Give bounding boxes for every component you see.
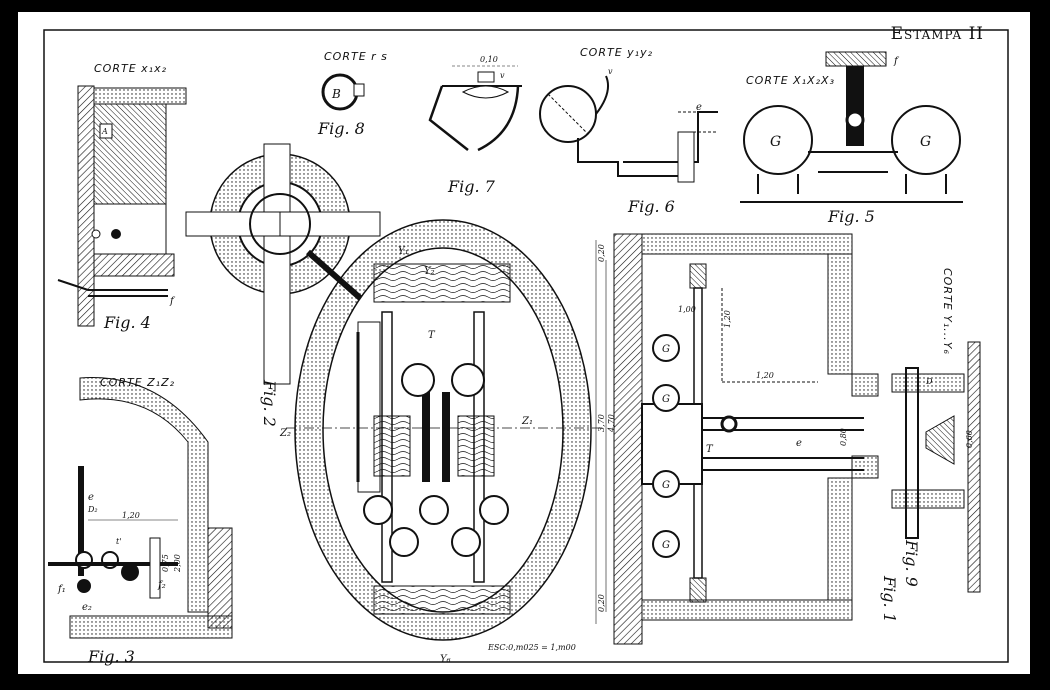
letter-f2: f₂ <box>157 580 166 591</box>
technical-drawing: CORTE x₁x₂ A f Fig. 4 CORTE r s B Fig. 8… <box>43 29 1009 666</box>
letter-f-fig4: f <box>169 296 176 307</box>
letter-Y6: Y₆ <box>440 654 451 665</box>
scale-text: ESC:0,m025 = 1,m00 <box>487 643 576 652</box>
letter-G-fig5-right: G <box>920 134 931 150</box>
fig8-corte: CORTE r s <box>324 50 388 63</box>
letter-Y1: Y₁ <box>398 246 409 257</box>
fig9-section: CORTE Y₁...Y₆ 0,60 D Fig. 9 <box>891 268 981 593</box>
letter-Z1: Z₁ <box>521 416 533 427</box>
fig5-label: Fig. 5 <box>827 207 875 226</box>
dim-080: 0,80 <box>839 428 848 446</box>
letter-G-fig1-b: G <box>662 394 670 405</box>
letter-G-fig1-d: G <box>662 540 670 551</box>
letter-D-fig9: D <box>925 377 933 386</box>
letter-T-fig1: T <box>706 444 714 455</box>
fig4-label: Fig. 4 <box>103 313 151 332</box>
letter-t1: t' <box>116 537 121 546</box>
fig2-label: Fig. 2 <box>260 379 279 427</box>
letter-f-fig5-top: f <box>893 56 900 67</box>
dim-100: 1,00 <box>678 305 696 314</box>
fig5-corte: CORTE X₁X₂X₃ <box>746 74 835 87</box>
drawing-sheet: Estampa II CORTE x₁x₂ A <box>18 12 1030 674</box>
fig1-section: G G G G 1,20 1,20 1,00 e T 0,80 3,70 4,7… <box>595 233 899 645</box>
letter-e-fig6: e <box>696 102 702 113</box>
fig1-label: Fig. 1 <box>880 575 899 623</box>
fig2-plan-top <box>185 143 381 385</box>
dim-020-top: 0,20 <box>597 244 606 262</box>
letter-e-fig1: e <box>796 438 802 449</box>
fig6-label: Fig. 6 <box>627 197 675 216</box>
dim-060: 0,60 <box>965 430 974 448</box>
fig6-section: CORTE y₁y₂ v e Fig. 6 <box>539 46 718 216</box>
letter-v-fig7: v <box>500 71 505 80</box>
letter-e-fig3: e <box>88 492 94 503</box>
letter-G-fig1-c: G <box>662 480 670 491</box>
fig6-corte: CORTE y₁y₂ <box>580 46 653 59</box>
fig9-label: Fig. 9 <box>902 539 921 587</box>
letter-Z2: Z₂ <box>279 428 291 439</box>
dim-470: 4,70 <box>607 414 616 433</box>
fig8-section: CORTE r s B Fig. 8 <box>317 50 388 138</box>
letter-G-fig1-a: G <box>662 344 670 355</box>
fig4-section: CORTE x₁x₂ A f Fig. 4 <box>57 62 187 332</box>
letter-f1: f₁ <box>57 584 66 595</box>
fig2-section: Z₂ Z₁ Y₁ Y₂ Y₆ T Fig. 2 ESC:0,m025 = 1,m… <box>260 219 604 665</box>
letter-T-fig2: T <box>428 330 436 341</box>
fig7-label: Fig. 7 <box>447 177 496 196</box>
letter-v-fig6: v <box>608 67 613 76</box>
fig9-corte: CORTE Y₁...Y₆ <box>941 268 954 355</box>
inner-border <box>43 29 1009 663</box>
dim-010: 0,10 <box>480 55 498 64</box>
dim-200: 2,00 <box>173 554 182 573</box>
dim-020-bottom: 0,20 <box>597 594 606 612</box>
letter-G-fig5-left: G <box>770 134 781 150</box>
letter-D2: D₂ <box>87 505 98 514</box>
dim-075: 0,75 <box>161 554 170 572</box>
dim-370: 3,70 <box>597 414 606 432</box>
fig3-label: Fig. 3 <box>87 647 135 666</box>
fig5-section: f CORTE X₁X₂X₃ G G Fig. 5 <box>740 51 963 226</box>
letter-e2: e₂ <box>82 602 92 613</box>
fig4-corte: CORTE x₁x₂ <box>94 62 167 75</box>
fig3-section: CORTE Z₁Z₂ e D₂ 1,20 f₁ e₂ f₂ t t' 0,75 … <box>48 376 233 666</box>
letter-A: A <box>101 127 108 136</box>
letter-B-fig8: B <box>331 87 341 101</box>
dim-120-fig3: 1,20 <box>122 511 140 520</box>
letter-t: t <box>78 537 82 546</box>
letter-Y2: Y₂ <box>424 266 435 277</box>
dim-120-fig1: 1,20 <box>756 371 774 380</box>
plate-title: Estampa II <box>890 24 984 44</box>
fig7-section: 0,10 v Fig. 7 <box>428 55 522 196</box>
dim-120-fig1-v: 1,20 <box>723 310 732 328</box>
fig8-label: Fig. 8 <box>317 119 365 138</box>
